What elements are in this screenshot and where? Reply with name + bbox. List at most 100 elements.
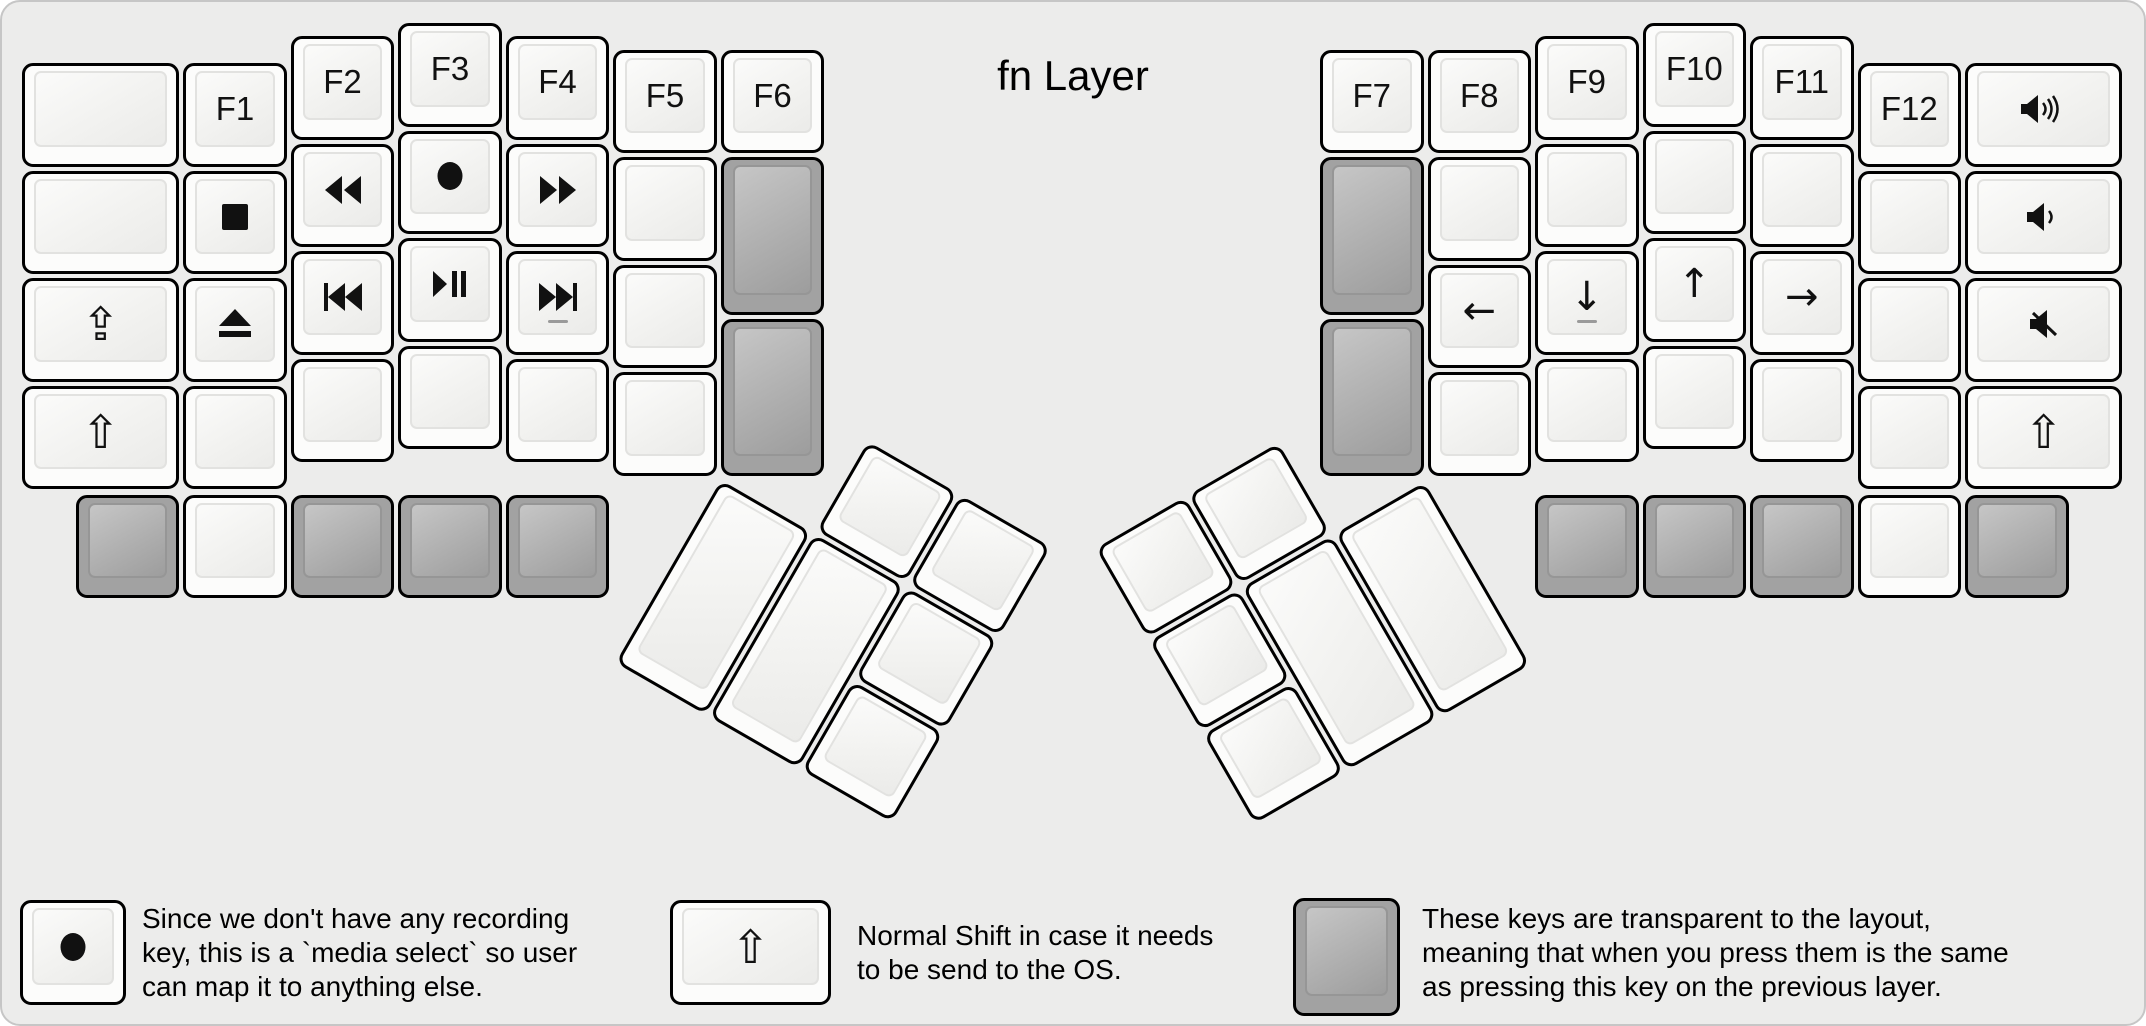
keycap: ⇪ xyxy=(34,286,168,362)
key-blank-r9[interactable] xyxy=(1857,170,1961,275)
key-f10[interactable]: F10 xyxy=(1642,23,1746,127)
key-f7[interactable]: F7 xyxy=(1320,49,1424,154)
volume-up-icon xyxy=(2020,93,2067,125)
legend-key-record xyxy=(20,900,126,1005)
key-arrow-left[interactable]: ← xyxy=(1427,264,1531,369)
keycap xyxy=(517,366,598,443)
keycap xyxy=(1654,502,1734,579)
key-blank-r11[interactable] xyxy=(1857,385,1961,490)
key-f4[interactable]: F4 xyxy=(505,36,610,140)
keycap: F12 xyxy=(1869,71,1949,147)
key-label: F5 xyxy=(645,76,685,114)
keycap xyxy=(1977,502,2057,579)
key-transparent-r3[interactable] xyxy=(1535,494,1639,599)
key-label: F3 xyxy=(430,49,470,87)
key-prev-track[interactable] xyxy=(290,251,395,355)
key-mute[interactable] xyxy=(1965,278,2123,382)
key-blank-l9[interactable] xyxy=(613,264,717,369)
key-label: F1 xyxy=(215,90,255,128)
keycap xyxy=(625,272,705,349)
key-shift-left[interactable]: ⇧ xyxy=(22,385,180,490)
key-shift-right[interactable]: ⇧ xyxy=(1965,385,2123,490)
key-blank-r3[interactable] xyxy=(1535,143,1639,248)
key-f6[interactable]: F6 xyxy=(720,49,825,154)
key-blank-r8[interactable] xyxy=(1750,358,1854,463)
key-blank-l3[interactable] xyxy=(183,385,287,490)
key-blank-l7[interactable] xyxy=(505,358,610,463)
keycap xyxy=(1654,138,1734,214)
key-f1[interactable]: F1 xyxy=(183,63,287,167)
key-label: F7 xyxy=(1352,76,1391,114)
key-next-track[interactable] xyxy=(505,251,610,355)
play-pause-icon xyxy=(433,269,467,299)
key-transparent-l5[interactable] xyxy=(720,318,825,476)
key-blank-l2[interactable] xyxy=(22,170,180,275)
key-transparent-r6[interactable] xyxy=(1965,494,2069,599)
key-arrow-down[interactable]: ↓ xyxy=(1535,251,1639,355)
key-f3[interactable]: F3 xyxy=(398,23,502,127)
key-blank-r2[interactable] xyxy=(1427,372,1531,476)
key-blank-l8[interactable] xyxy=(613,157,717,261)
key-blank-l5[interactable] xyxy=(290,358,395,463)
key-transparent-l3[interactable] xyxy=(505,494,610,599)
keycap xyxy=(195,393,275,470)
key-caps-lock[interactable]: ⇪ xyxy=(22,278,180,382)
key-rewind[interactable] xyxy=(290,143,395,248)
key-blank-r4[interactable] xyxy=(1535,358,1639,463)
keycap xyxy=(625,380,705,456)
keycap xyxy=(1201,455,1309,561)
keycap xyxy=(195,286,275,362)
key-blank-l10[interactable] xyxy=(613,372,717,476)
keycap xyxy=(732,326,813,456)
key-f2[interactable]: F2 xyxy=(290,36,395,140)
key-record[interactable] xyxy=(398,130,502,234)
key-blank-r7[interactable] xyxy=(1750,143,1854,248)
key-arrow-up[interactable]: ↑ xyxy=(1642,238,1746,342)
key-label: F6 xyxy=(753,76,792,114)
record-icon xyxy=(58,931,88,963)
keycap: F6 xyxy=(732,57,813,134)
keycap xyxy=(302,259,383,335)
key-fast-forward[interactable] xyxy=(505,143,610,248)
key-f5[interactable]: F5 xyxy=(613,49,717,154)
key-blank-r6[interactable] xyxy=(1642,345,1746,449)
key-f9[interactable]: F9 xyxy=(1535,36,1639,140)
key-stop[interactable] xyxy=(183,170,287,275)
keycap: F9 xyxy=(1547,44,1627,120)
key-label: F10 xyxy=(1665,49,1723,87)
keycap xyxy=(1439,380,1519,456)
key-transparent-r2[interactable] xyxy=(1320,318,1424,476)
key-transparent-r4[interactable] xyxy=(1642,494,1746,599)
key-blank-r5[interactable] xyxy=(1642,130,1746,234)
key-transparent-l1[interactable] xyxy=(290,494,395,599)
key-volume-down[interactable] xyxy=(1965,170,2123,275)
keycap xyxy=(1547,366,1627,443)
key-volume-up[interactable] xyxy=(1965,63,2123,167)
key-transparent-r1[interactable] xyxy=(1320,157,1424,315)
key-blank-r1[interactable] xyxy=(1427,157,1531,261)
key-blank-l4[interactable] xyxy=(183,494,287,599)
eject-icon xyxy=(218,309,252,339)
keycap xyxy=(1869,393,1949,470)
key-transparent-l6[interactable] xyxy=(75,494,180,599)
key-transparent-l2[interactable] xyxy=(398,494,502,599)
key-transparent-r5[interactable] xyxy=(1750,494,1854,599)
key-label: F11 xyxy=(1774,63,1829,101)
key-label: F2 xyxy=(323,63,362,101)
key-f12[interactable]: F12 xyxy=(1857,63,1961,167)
key-blank-r12[interactable] xyxy=(1857,494,1961,599)
key-f11[interactable]: F11 xyxy=(1750,36,1854,140)
key-eject[interactable] xyxy=(183,278,287,382)
key-blank-l6[interactable] xyxy=(398,345,502,449)
legend-key-shift: ⇧ xyxy=(670,900,831,1005)
mute-icon xyxy=(2027,308,2061,340)
key-blank-r10[interactable] xyxy=(1857,278,1961,382)
shift-icon: ⇧ xyxy=(731,919,770,974)
key-transparent-l4[interactable] xyxy=(720,157,825,315)
keycap xyxy=(517,502,598,579)
key-play-pause[interactable] xyxy=(398,238,502,342)
key-arrow-right[interactable]: → xyxy=(1750,251,1854,355)
key-blank-l1[interactable] xyxy=(22,63,180,167)
key-f8[interactable]: F8 xyxy=(1427,49,1531,154)
homing-mark xyxy=(1576,319,1597,323)
